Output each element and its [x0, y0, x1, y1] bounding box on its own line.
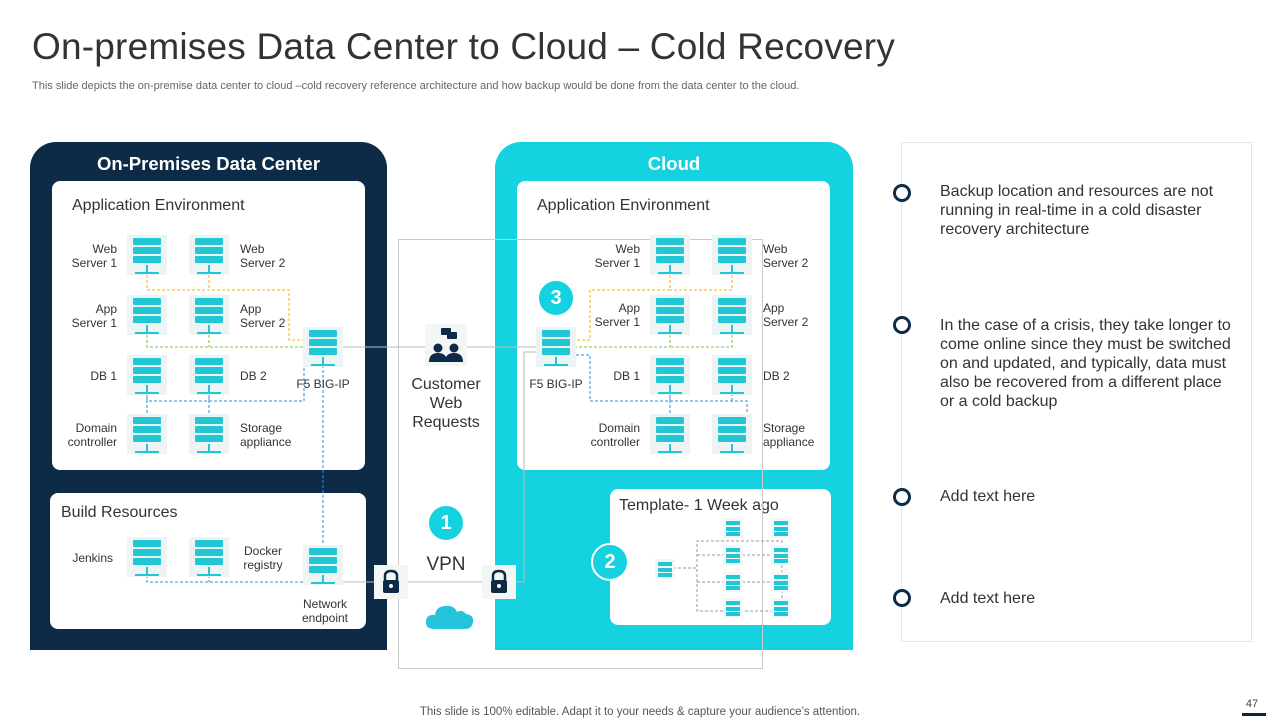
point-2-text: In the case of a crisis, they take longe… — [940, 317, 1231, 410]
onprem-header: On-Premises Data Center — [96, 153, 321, 174]
cloud-app-env-title: Application Environment — [537, 197, 710, 214]
bullet-icon — [893, 316, 911, 334]
cloud-db1-label: DB 1 — [613, 369, 640, 383]
template-server-icon — [723, 598, 743, 618]
template-root-server-icon — [655, 559, 675, 579]
customers-icon — [425, 324, 467, 366]
cloud-icon — [425, 605, 474, 629]
docker-registry-icon — [189, 537, 229, 577]
template-server-icon — [723, 572, 743, 592]
template-server-icon — [771, 518, 791, 538]
bullet-icon — [893, 589, 911, 607]
onprem-db2-label: DB 2 — [240, 369, 267, 383]
page-number-underline — [1242, 713, 1266, 716]
cloud-db2-label: DB 2 — [763, 369, 790, 383]
cloud-domain-controller-icon — [650, 414, 690, 454]
template-server-icon — [723, 545, 743, 565]
vpn-label: VPN — [426, 554, 466, 575]
points-box — [901, 142, 1252, 642]
page-subtitle: This slide depicts the on-premise data c… — [32, 80, 800, 92]
template-server-icon — [771, 598, 791, 618]
onprem-db1-label: DB 1 — [90, 369, 117, 383]
footer-note: This slide is 100% editable. Adapt it to… — [419, 706, 861, 718]
app-server-1-icon — [127, 295, 167, 335]
cloud-header: Cloud — [647, 153, 701, 174]
app-server-2-icon — [189, 295, 229, 335]
db-2-icon — [189, 355, 229, 395]
f5-bigip-icon — [303, 327, 343, 367]
point-1-text: Backup location and resources are not ru… — [940, 183, 1214, 238]
page-number: 47 — [1245, 698, 1259, 710]
cloud-f5-bigip-icon — [536, 327, 576, 367]
cloud-db-1-icon — [650, 355, 690, 395]
domain-controller-icon — [127, 414, 167, 454]
template-server-icon — [771, 545, 791, 565]
step-2-badge: 2 — [591, 543, 629, 581]
storage-appliance-icon — [189, 414, 229, 454]
cloud-template-card — [610, 489, 831, 625]
bullet-icon — [893, 488, 911, 506]
point-3-text: Add text here — [940, 488, 1036, 505]
cloud-storage-appliance-icon — [712, 414, 752, 454]
network-endpoint-icon — [303, 545, 343, 585]
point-4-text: Add text here — [940, 590, 1036, 607]
template-server-icon — [771, 572, 791, 592]
vpn-lock-right-icon — [482, 565, 516, 599]
step-3-badge: 3 — [537, 279, 575, 317]
jenkins-icon — [127, 537, 167, 577]
cloud-app-server-2-icon — [712, 295, 752, 335]
onprem-build-title: Build Resources — [61, 504, 178, 521]
cloud-web-server-1-icon — [650, 235, 690, 275]
page-title: On-premises Data Center to Cloud – Cold … — [32, 26, 896, 67]
cloud-web-server-2-icon — [712, 235, 752, 275]
step-1-badge: 1 — [427, 504, 465, 542]
cloud-f5-label: F5 BIG-IP — [529, 377, 583, 391]
vpn-lock-left-icon — [374, 565, 408, 599]
cloud-db-2-icon — [712, 355, 752, 395]
cloud-app-server-1-icon — [650, 295, 690, 335]
template-server-icon — [723, 518, 743, 538]
onprem-app-env-title: Application Environment — [72, 197, 245, 214]
vpn-zone-box — [398, 239, 763, 669]
web-server-1-icon — [127, 235, 167, 275]
web-server-2-icon — [189, 235, 229, 275]
cloud-template-title: Template- 1 Week ago — [619, 497, 779, 514]
bullet-icon — [893, 184, 911, 202]
jenkins-label: Jenkins — [72, 551, 113, 565]
onprem-f5-label: F5 BIG-IP — [296, 377, 350, 391]
db-1-icon — [127, 355, 167, 395]
